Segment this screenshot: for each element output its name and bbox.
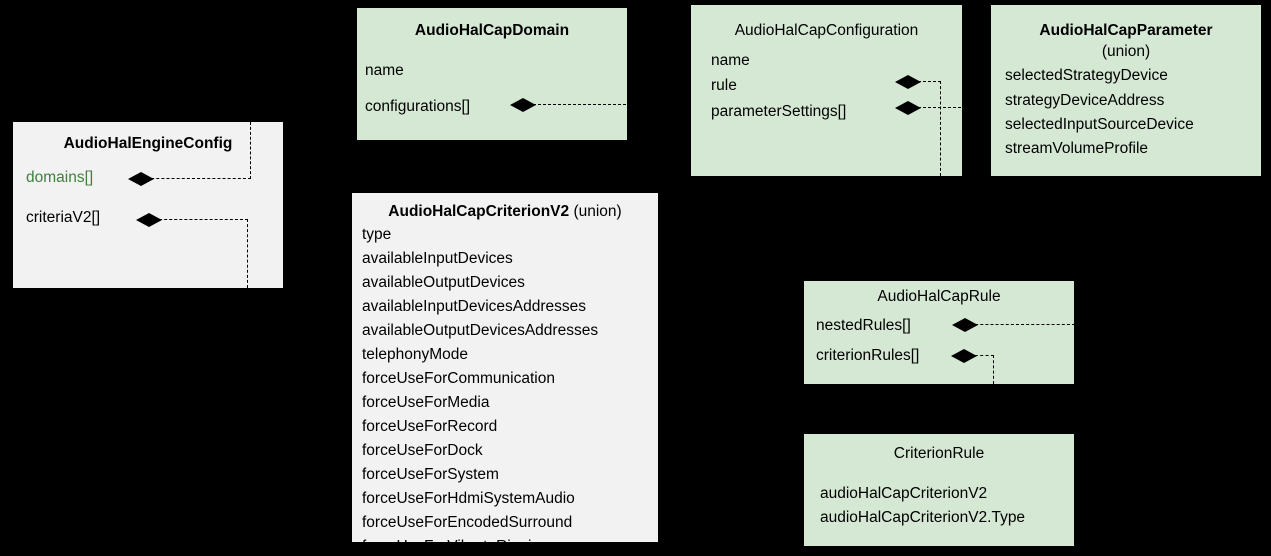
connector-criterion-rules-vertical [993, 355, 994, 384]
class-title-criterion-rule: CriterionRule [893, 445, 985, 462]
class-title-audio-hal-cap-domain: AudioHalCapDomain [414, 22, 570, 39]
connector-rule-vertical [940, 81, 941, 176]
composition-diamond-nested-rules [952, 318, 978, 332]
attribute-audio-hal-cap-criterion-v2[interactable]: audioHalCapCriterionV2 [820, 485, 988, 502]
composition-diamond-configurations [510, 98, 536, 112]
attribute-telephony-mode[interactable]: telephonyMode [362, 346, 468, 363]
connector-rule-horizontal [908, 81, 941, 82]
composition-diamond-criteria-v2 [136, 213, 162, 227]
class-title-audio-hal-cap-parameter: AudioHalCapParameter [1039, 22, 1213, 39]
attribute-stream-volume-profile[interactable]: streamVolumeProfile [1005, 140, 1149, 157]
attribute-selected-input-source-device[interactable]: selectedInputSourceDevice [1005, 116, 1194, 133]
connector-criterion-rules-horizontal [964, 355, 994, 356]
attribute-available-input-devices-addresses[interactable]: availableInputDevicesAddresses [362, 298, 587, 315]
connector-criteria-vertical [247, 219, 248, 288]
attribute-name[interactable]: name [711, 52, 750, 69]
attribute-force-use-for-encoded-surround[interactable]: forceUseForEncodedSurround [362, 514, 573, 531]
attribute-selected-strategy-device[interactable]: selectedStrategyDevice [1005, 67, 1168, 84]
class-title-audio-hal-cap-rule: AudioHalCapRule [877, 288, 1001, 305]
attribute-available-output-devices-addresses[interactable]: availableOutputDevicesAddresses [362, 322, 599, 339]
class-title-audio-hal-engine-config: AudioHalEngineConfig [63, 135, 233, 152]
attribute-type[interactable]: type [362, 226, 392, 243]
attribute-criteria-v2[interactable]: criteriaV2[] [26, 209, 101, 226]
class-box-audio-hal-cap-configuration[interactable]: AudioHalCapConfiguration name rule param… [691, 5, 962, 176]
composition-diamond-domains [128, 172, 154, 186]
attribute-domains[interactable]: domains[] [26, 169, 94, 186]
connector-configurations-horizontal [523, 104, 691, 105]
attribute-force-use-for-dock[interactable]: forceUseForDock [362, 442, 483, 459]
class-subtitle-union: (union) [1101, 43, 1151, 60]
class-box-audio-hal-cap-domain[interactable]: AudioHalCapDomain name configurations[] [357, 8, 627, 140]
class-title-text: AudioHalCapCriterionV2 [388, 203, 570, 220]
attribute-configurations[interactable]: configurations[] [365, 98, 471, 115]
attribute-criterion-rules[interactable]: criterionRules[] [816, 347, 920, 364]
attribute-force-use-for-media[interactable]: forceUseForMedia [362, 394, 490, 411]
attribute-force-use-for-hdmi-system-audio[interactable]: forceUseForHdmiSystemAudio [362, 490, 575, 507]
composition-diamond-rule [895, 75, 921, 89]
attribute-nested-rules[interactable]: nestedRules[] [816, 317, 911, 334]
class-title-union-label: (union) [573, 203, 622, 220]
composition-diamond-criterion-rules [951, 349, 977, 363]
attribute-force-use-for-communication[interactable]: forceUseForCommunication [362, 370, 555, 387]
attribute-rule[interactable]: rule [711, 77, 737, 94]
connector-nested-rules-horizontal [965, 324, 1075, 325]
class-title-audio-hal-cap-configuration: AudioHalCapConfiguration [734, 22, 919, 39]
class-box-audio-hal-cap-parameter[interactable]: AudioHalCapParameter (union) selectedStr… [991, 5, 1261, 176]
class-title-audio-hal-cap-criterion-v2: AudioHalCapCriterionV2 (union) [352, 204, 658, 220]
attribute-strategy-device-address[interactable]: strategyDeviceAddress [1005, 92, 1165, 109]
connector-criteria-horizontal [149, 219, 248, 220]
attribute-force-use-for-record[interactable]: forceUseForRecord [362, 418, 498, 435]
attribute-name[interactable]: name [365, 62, 404, 79]
class-box-audio-hal-cap-criterion-v2[interactable]: AudioHalCapCriterionV2 (union) type avai… [352, 193, 658, 554]
connector-domains-horizontal [141, 178, 251, 179]
attribute-force-use-for-vibrate-ringing[interactable]: forceUseForVibrateRinging [362, 538, 549, 555]
attribute-audio-hal-cap-criterion-v2-type[interactable]: audioHalCapCriterionV2.Type [820, 509, 1026, 526]
attribute-parameter-settings[interactable]: parameterSettings[] [711, 103, 847, 120]
attribute-available-input-devices[interactable]: availableInputDevices [362, 250, 513, 267]
class-box-audio-hal-cap-rule[interactable]: AudioHalCapRule nestedRules[] criterionR… [804, 281, 1074, 384]
class-box-audio-hal-engine-config[interactable]: AudioHalEngineConfig domains[] criteriaV… [13, 122, 283, 288]
attribute-available-output-devices[interactable]: availableOutputDevices [362, 274, 525, 291]
attribute-force-use-for-system[interactable]: forceUseForSystem [362, 466, 499, 483]
connector-domains-vertical [250, 122, 251, 179]
class-box-criterion-rule[interactable]: CriterionRule audioHalCapCriterionV2 aud… [804, 434, 1074, 546]
composition-diamond-parameter-settings [895, 101, 921, 115]
connector-parameter-settings-horizontal [908, 107, 991, 108]
